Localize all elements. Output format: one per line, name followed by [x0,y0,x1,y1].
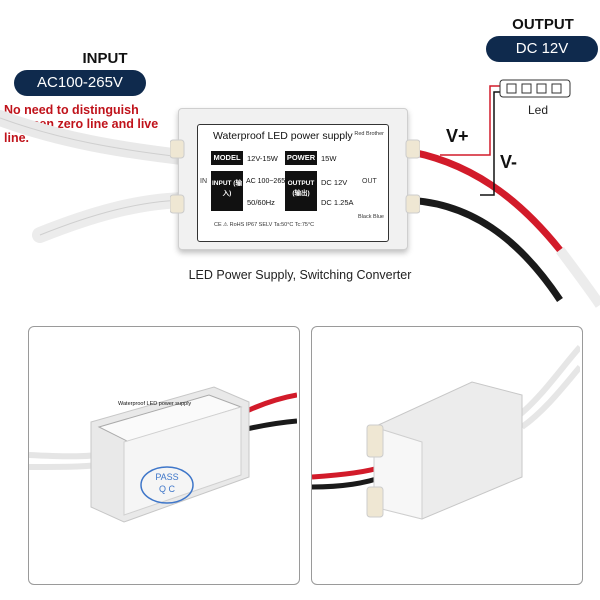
v-minus-label: V- [500,152,518,172]
output-heading: OUTPUT [512,16,574,33]
output-current-value: DC 1.25A [321,198,354,207]
thumbnail-front-view [28,326,300,585]
tab-right-top [405,139,420,159]
thumbnail-side-view [311,326,583,585]
v-plus-label: V+ [446,126,469,146]
input-label: INPUT (输入) [211,171,243,211]
power-label: POWER [285,151,317,165]
red-output-wire [399,146,563,253]
output-voltage-value: DC 12V [321,178,348,187]
output-sheath [555,247,600,308]
wire-color-labels: Black Blue [358,214,384,220]
thumb1-qc-pass: PASS [155,472,179,482]
out-label: OUT [362,178,377,185]
in-label: IN [200,178,207,185]
thumb2-tab-bottom [366,486,384,518]
power-value: 15W [321,154,337,163]
thumbnail-side-illustration [312,344,580,520]
tab-right-bottom [405,194,420,214]
led-positive-lead [440,85,502,156]
product-caption: LED Power Supply, Switching Converter [188,268,412,282]
thumb1-front-face [123,406,242,516]
input-cable-1-edge [0,117,191,159]
thumbnail-front-illustration [29,386,297,523]
input-cable-2 [32,192,198,243]
tab-left-bottom [170,194,185,214]
output-label: OUTPUT (输出) [285,171,317,211]
led-label: Led [527,103,549,117]
frequency-value: 50/60Hz [247,198,275,207]
thumb2-end-face [373,426,423,520]
input-voltage-badge: AC100-265V [14,70,146,96]
led-chip-4 [551,83,562,94]
led-chip-3 [536,83,547,94]
thumb1-qc-stamp [140,466,194,504]
model-value: 12V-15W [247,154,278,163]
input-heading: INPUT [82,50,128,67]
module-mounting-tabs [170,139,420,214]
thumb2-red-wire [312,464,383,480]
thumb1-title: Waterproof LED power supply [118,401,192,407]
output-voltage-badge: DC 12V [486,36,598,62]
led-chip-2 [521,83,532,94]
led-negative-lead [480,91,502,196]
thumb2-white-wire-1 [515,344,580,420]
led-chip-1 [506,83,517,94]
plate-brand: Red Brother [354,131,384,137]
input-cable-1 [0,110,198,166]
thumb2-white-wire-2 [520,365,580,430]
thumb2-tab-top [366,424,384,458]
tab-left-top [170,139,185,159]
model-label: MODEL [211,151,243,165]
certification-marks: CE ⚠ RoHS IP67 SELV Ta:50°C Tc:75°C [214,222,315,228]
input-value: AC 100~265V [246,178,290,185]
plate-title: Waterproof LED power supply [213,130,353,142]
thumb1-qc-text: Q C [158,484,175,494]
black-output-wire [399,196,563,302]
